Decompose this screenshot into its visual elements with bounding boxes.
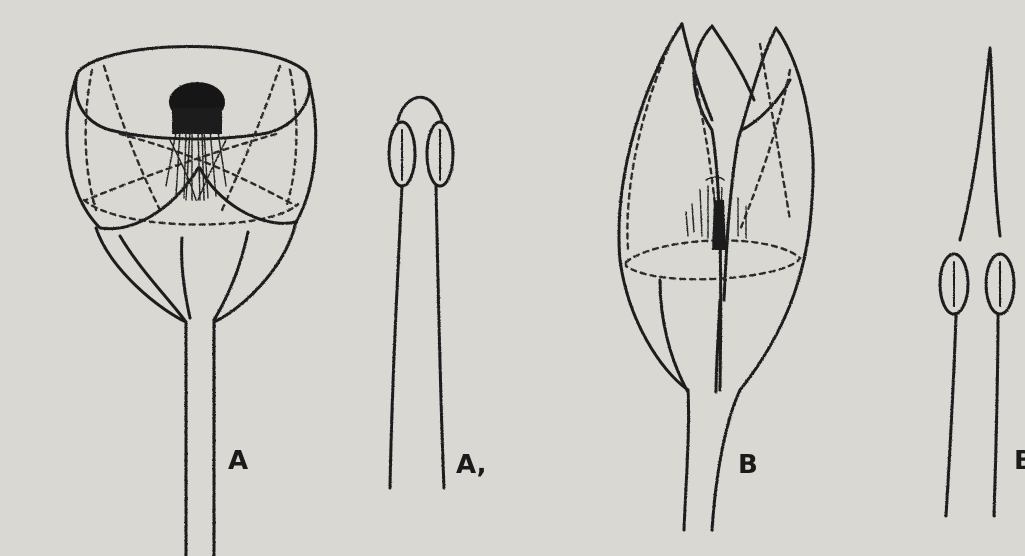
stamen-b-filament-left [946, 314, 956, 516]
label-a: A [228, 448, 248, 474]
label-a1: A, [456, 452, 486, 478]
stamen-a-detail [389, 97, 453, 488]
flower-a-stamen-tuft [166, 82, 226, 200]
stamen-a-top-arch [398, 97, 442, 120]
flower-a-lower-left-petal [100, 168, 198, 229]
flower-b-stalk [684, 390, 689, 530]
flower-a [67, 47, 316, 556]
stamen-b-detail [940, 48, 1014, 516]
stamen-b-filament-right [994, 314, 998, 516]
flower-b [619, 24, 813, 530]
flower-a-receptacle [96, 228, 186, 556]
stamen-a-filament-right [436, 186, 444, 488]
label-b: B [738, 452, 758, 478]
stamen-a-filament-left [390, 186, 402, 488]
label-b1: B, [1014, 448, 1025, 474]
flower-a-right-wall [296, 72, 316, 222]
stamen-b-tip [960, 48, 990, 240]
flower-b-right-petal [724, 28, 776, 300]
flower-b-stamens [686, 177, 746, 250]
